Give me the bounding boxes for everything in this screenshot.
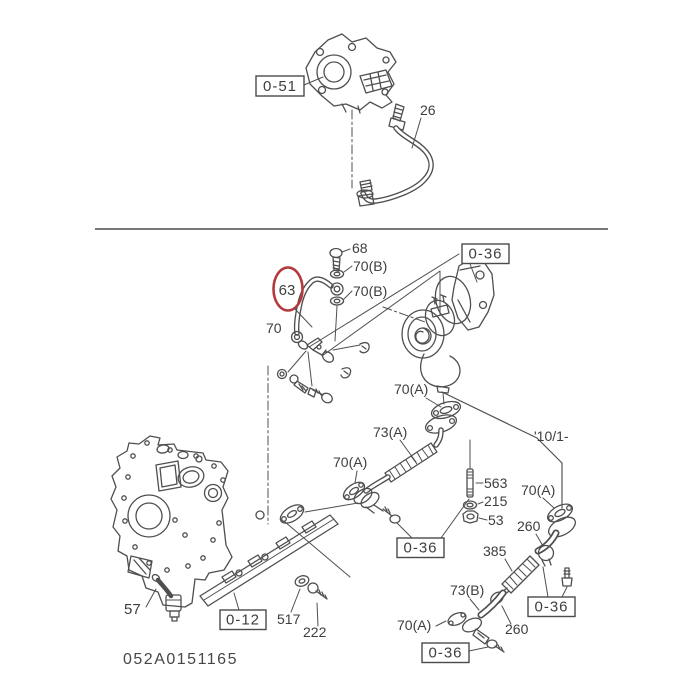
drawing-number: 052A0151165 [123,651,238,668]
ref-box-0-36-right [527,596,576,618]
callout-70a-top: 70(A) [394,381,428,397]
leader-63 [293,307,313,328]
ref-box-0-12 [219,609,267,631]
ref-label-0-36-turbo: 0-36 [468,246,502,263]
ref-label-0-36-bottom: 0-36 [428,645,462,662]
assembly-line-upper [308,253,460,348]
washer-70b-lower-drawing [329,296,345,306]
leaders-0-36-mid [396,498,470,539]
callout-53: 53 [488,512,504,528]
ref-box-0-12-group: 0-12 [219,592,267,631]
callout-73b: 73(B) [450,582,484,598]
callout-70a-bottom: 70(A) [397,617,431,633]
leader-385 [504,558,513,572]
callout-70b-upper: 70(B) [353,258,387,274]
gasket-70a-left-drawing [342,481,366,501]
leader-68 [341,248,351,253]
hose-385-drawing [501,555,540,594]
callout-215: 215 [484,493,508,509]
ref-box-0-36-bottom [421,642,470,664]
callout-517: 517 [277,611,301,627]
leaders-0-36-right [542,566,568,598]
callout-57: 57 [124,601,141,618]
leader-0-36-bottom [468,646,489,652]
highlight-ellipse-63 [272,266,304,312]
leader-0-51 [303,76,324,86]
ref-box-0-51-group: 0-51 [255,75,324,97]
callout-260-upper: 260 [517,518,541,534]
stud-563-drawing [466,439,474,498]
washer-70b-upper-drawing [329,269,345,279]
assembly-line-lower [321,270,441,357]
flange-bolt-drawing [382,506,401,524]
leader-70b-upper [343,265,353,273]
callout-70b-lower: 70(B) [353,283,387,299]
ref-box-0-36-turbo [461,243,510,265]
leader-57 [145,588,157,608]
ref-box-0-36-mid-group: 0-36 [396,498,470,559]
leader-70b-lower [343,290,353,300]
callout-385: 385 [483,543,507,559]
ref-label-0-36-mid: 0-36 [403,540,437,557]
oil-return-pipe-73a-drawing [353,414,458,514]
sensor-57-drawing [151,573,182,622]
bolt-right-drawing [561,567,573,587]
callout-73a: 73(A) [373,424,407,440]
leader-260-upper [535,533,544,547]
ref-box-0-51 [255,75,305,97]
callout-70a-right: 70(A) [521,482,555,498]
leader-73a [399,439,417,463]
oil-pipe-26-drawing [351,103,434,207]
washer-517-drawing [294,575,310,587]
leader-70a-left [354,470,358,484]
ref-label-0-36-right: 0-36 [534,599,568,616]
ref-label-0-12: 0-12 [226,612,260,629]
oil-return-pipe-73b-drawing [461,587,510,645]
callout-70: 70 [266,320,282,336]
ref-box-0-36-right-group: 0-36 [527,566,576,618]
leader-215 [477,501,484,505]
applicability-line [441,391,563,509]
washer-215-drawing [462,500,478,510]
ref-box-0-36-mid [396,537,445,559]
leader-70a-top [425,397,442,408]
bolt-68-drawing [329,247,343,272]
leader-53 [478,517,488,521]
leader-0-36-turbo [469,263,478,283]
leader-70a-right [542,497,555,509]
callout-222: 222 [303,624,327,640]
line-bolt-to-clamp [334,305,338,342]
callout-563: 563 [484,475,508,491]
leader-73b [469,598,480,611]
ref-box-0-36-turbo-group: 0-36 [461,243,510,283]
right-elbow-drawing [534,516,576,567]
crankcase-rail-drawing [199,502,359,607]
gasket-70a-top-drawing [430,400,462,420]
callout-68: 68 [352,240,368,256]
leader-26 [411,117,422,149]
callout-70a-left: 70(A) [333,454,367,470]
ref-label-0-51: 0-51 [263,78,297,95]
leader-222 [316,602,319,627]
callout-260-lower: 260 [505,621,529,637]
pipe-clamp-cluster-drawing [276,337,370,404]
leader-517 [290,588,301,613]
small-ring [255,510,265,520]
gasket-70a-right-drawing [546,503,574,523]
gasket-70a-bottom-drawing [447,611,467,627]
ref-box-0-36-bottom-group: 0-36 [421,642,489,664]
leader-0-12 [233,592,240,611]
cylinder-block-drawing [110,435,233,608]
dashdot-segment [382,306,426,323]
adapter-bracket-drawing [305,33,397,114]
bolt-bottom-drawing [486,639,505,653]
applicability-note: '10/1- [534,428,569,444]
nut-53-drawing [462,510,479,524]
callout-63: 63 [279,282,296,299]
leader-70a-bottom [435,620,447,627]
bolt-222-drawing [307,582,328,600]
leader-260-lower [501,605,512,625]
callout-26: 26 [420,102,436,118]
